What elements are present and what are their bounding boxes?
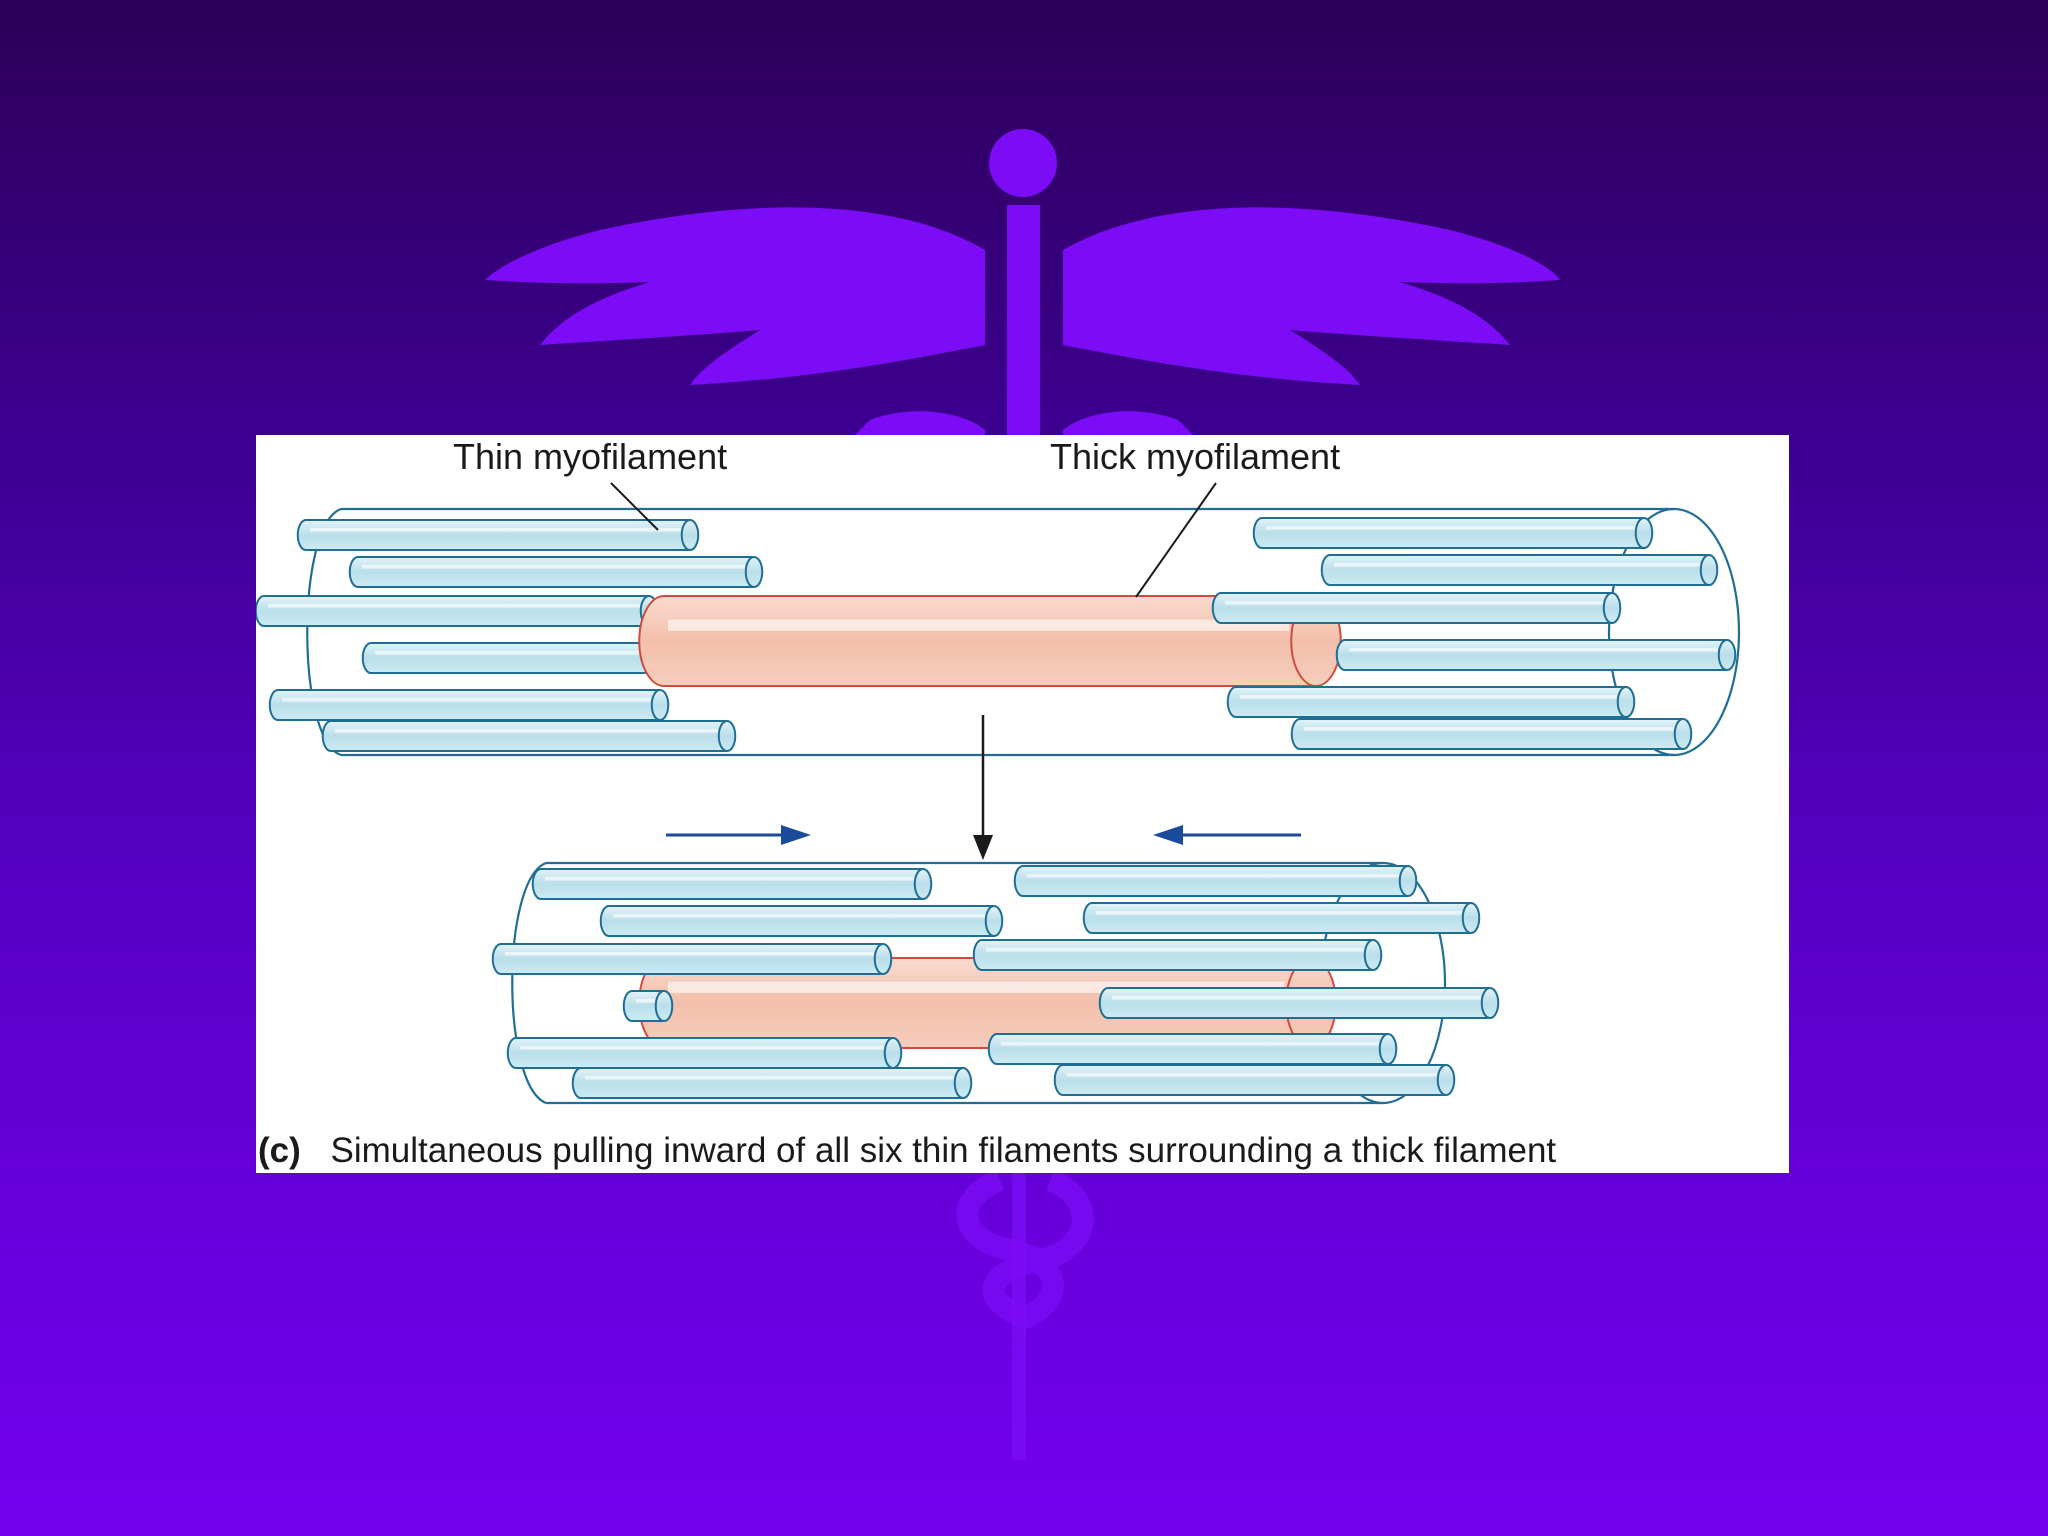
relaxed-sarcomere-bundle	[256, 507, 1741, 757]
thick-leader-line	[1135, 482, 1217, 598]
figure-panel: Thin myofilament Thick myofilament	[256, 435, 1789, 1173]
thick-myofilament-label: Thick myofilament	[1050, 436, 1340, 477]
thin-filament	[1320, 554, 1719, 586]
thin-filament	[1335, 639, 1737, 671]
thin-filament	[321, 720, 737, 752]
thin-filament	[361, 642, 674, 674]
contracted-sarcomere-bundle	[491, 861, 1500, 1105]
thin-filament	[1211, 592, 1622, 624]
down-arrow-icon	[973, 715, 993, 860]
sliding-filament-diagram: Thin myofilament Thick myofilament	[256, 436, 1741, 1170]
left-arrow-icon	[1153, 825, 1301, 845]
thin-filament	[296, 519, 700, 551]
thin-filament	[622, 990, 674, 1022]
thin-filament	[1082, 902, 1481, 934]
thin-filament	[256, 595, 659, 627]
thin-filament	[1252, 517, 1654, 549]
caption-text: Simultaneous pulling inward of all six t…	[331, 1131, 1557, 1170]
thin-filament	[571, 1067, 973, 1099]
thin-filament	[1053, 1064, 1456, 1096]
thin-filament	[972, 939, 1383, 971]
thin-filament	[531, 868, 933, 900]
thin-filament	[1013, 865, 1418, 897]
thick-filament-rod	[638, 595, 1342, 687]
thin-leader-line	[610, 482, 659, 531]
thin-filament	[268, 689, 670, 721]
thin-filament	[1098, 987, 1500, 1019]
thin-filaments-left	[491, 868, 1004, 1099]
right-arrow-icon	[666, 825, 811, 845]
thin-myofilament-label: Thin myofilament	[453, 436, 727, 477]
thin-filament	[599, 905, 1004, 937]
caption-panel-letter: (c)	[258, 1131, 301, 1170]
figure-caption: (c) Simultaneous pulling inward of all s…	[258, 1131, 1556, 1170]
thin-filament	[506, 1037, 903, 1069]
thin-filament	[1290, 718, 1693, 750]
thin-filament	[348, 556, 764, 588]
thin-filament	[491, 943, 893, 975]
thick-filament	[638, 595, 1342, 687]
thin-filaments-right	[972, 865, 1500, 1096]
thin-filament	[987, 1033, 1398, 1065]
thin-filaments-left	[256, 519, 764, 752]
thin-filament	[1226, 686, 1636, 718]
thin-filaments-right	[1211, 517, 1737, 750]
